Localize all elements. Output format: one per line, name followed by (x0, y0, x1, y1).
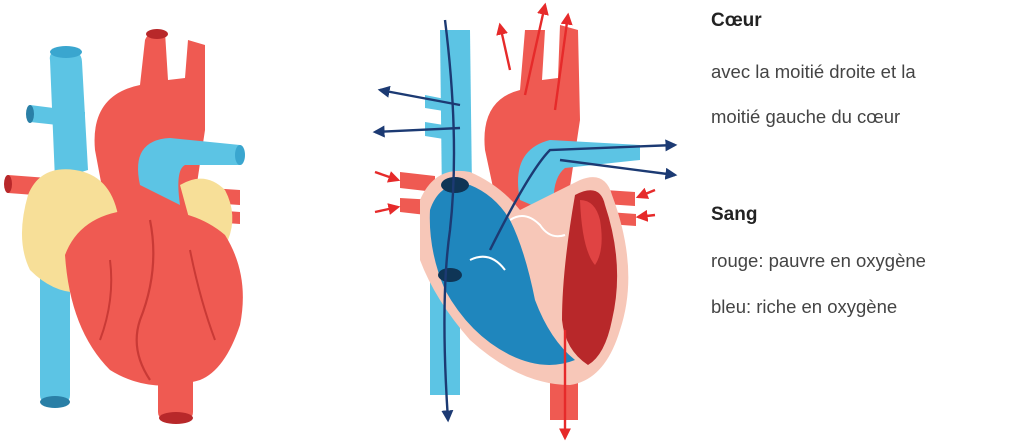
legend-blood-line-1: rouge: pauvre en oxygène (711, 250, 926, 272)
legend-heart-title: Cœur (711, 10, 762, 32)
vessel-end (4, 175, 12, 193)
vena-cava-end (40, 396, 70, 408)
ventricles (65, 209, 243, 385)
arrow-icon (375, 172, 398, 180)
vessel-end (146, 29, 168, 39)
vessel-opening (438, 268, 462, 282)
vessel-end (50, 46, 82, 58)
vessel-opening (441, 177, 469, 193)
vessel-end (26, 105, 34, 123)
vessel-end (235, 145, 245, 165)
legend-heart-line-2: moitié gauche du cœur (711, 106, 900, 128)
arrow-icon (500, 25, 510, 70)
legend-heart-line-1: avec la moitié droite et la (711, 61, 916, 83)
heart-exterior-illustration (0, 0, 300, 445)
arrow-icon (638, 190, 655, 197)
arrow-icon (638, 215, 655, 217)
vessel-end (159, 412, 193, 424)
legend-blood-line-2: bleu: riche en oxygène (711, 296, 897, 318)
heart-cross-section-illustration (350, 0, 690, 445)
legend-blood-title: Sang (711, 204, 757, 226)
arrow-icon (375, 207, 398, 212)
